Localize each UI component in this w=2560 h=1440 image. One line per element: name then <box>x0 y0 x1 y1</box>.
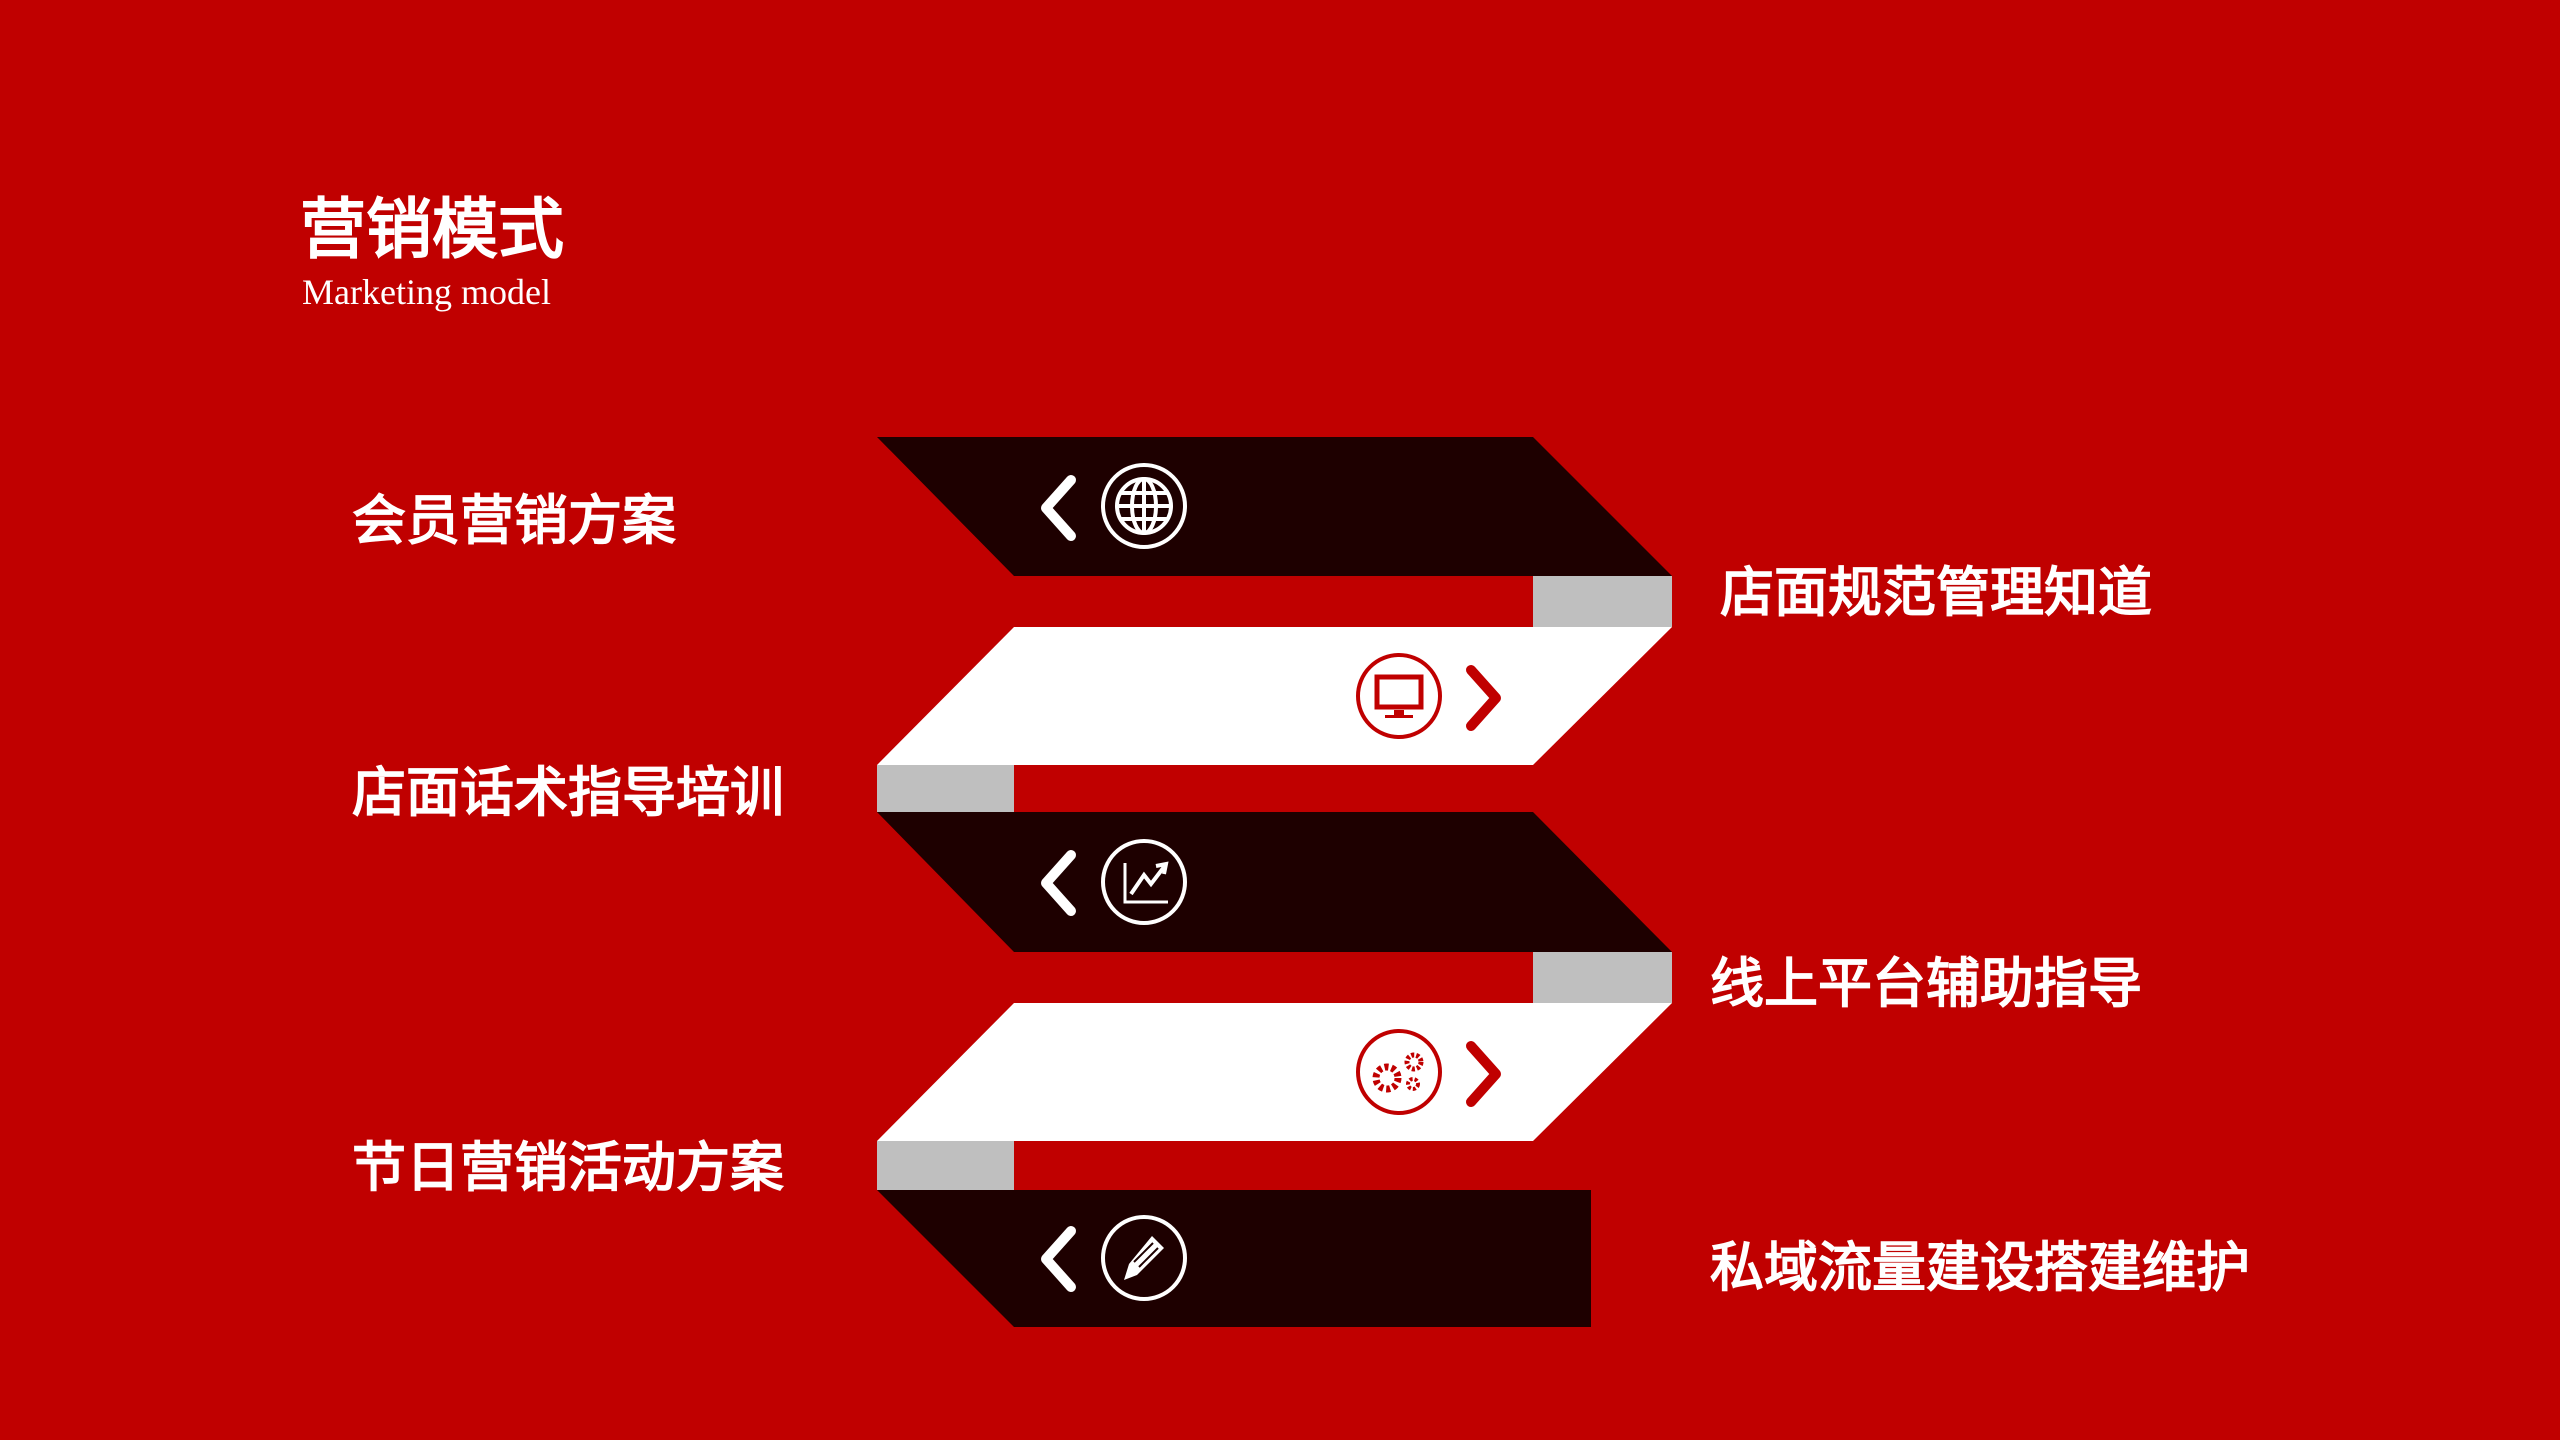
chevron-left-icon <box>1041 475 1076 541</box>
band-5 <box>877 1190 1591 1327</box>
item-label-left-2: 店面话术指导培训 <box>352 763 784 823</box>
fold-3 <box>1533 952 1672 1003</box>
chevron-left-icon <box>1041 850 1076 916</box>
pencil-icon <box>1101 1215 1187 1301</box>
band-4 <box>877 1003 1672 1141</box>
band-3 <box>877 812 1672 952</box>
item-label-left-3: 节日营销活动方案 <box>352 1138 784 1198</box>
globe-icon <box>1101 463 1187 549</box>
fold-4 <box>877 1141 1014 1190</box>
gears-icon <box>1356 1029 1442 1115</box>
item-label-left-1: 会员营销方案 <box>352 491 676 551</box>
monitor-icon <box>1356 653 1442 739</box>
item-label-right-1: 店面规范管理知道 <box>1720 563 2152 623</box>
band-1 <box>877 437 1672 576</box>
fold-1 <box>1533 576 1672 627</box>
fold-2 <box>877 765 1014 812</box>
chevron-right-icon <box>1466 1041 1501 1107</box>
chart-up-icon <box>1101 839 1187 925</box>
item-label-right-3: 私域流量建设搭建维护 <box>1710 1238 2250 1298</box>
chevron-left-icon <box>1041 1226 1076 1292</box>
band-2 <box>877 627 1672 765</box>
page-subtitle: Marketing model <box>302 272 551 312</box>
chevron-right-icon <box>1466 665 1501 731</box>
page-title: 营销模式 <box>300 194 564 267</box>
item-label-right-2: 线上平台辅助指导 <box>1710 954 2142 1014</box>
